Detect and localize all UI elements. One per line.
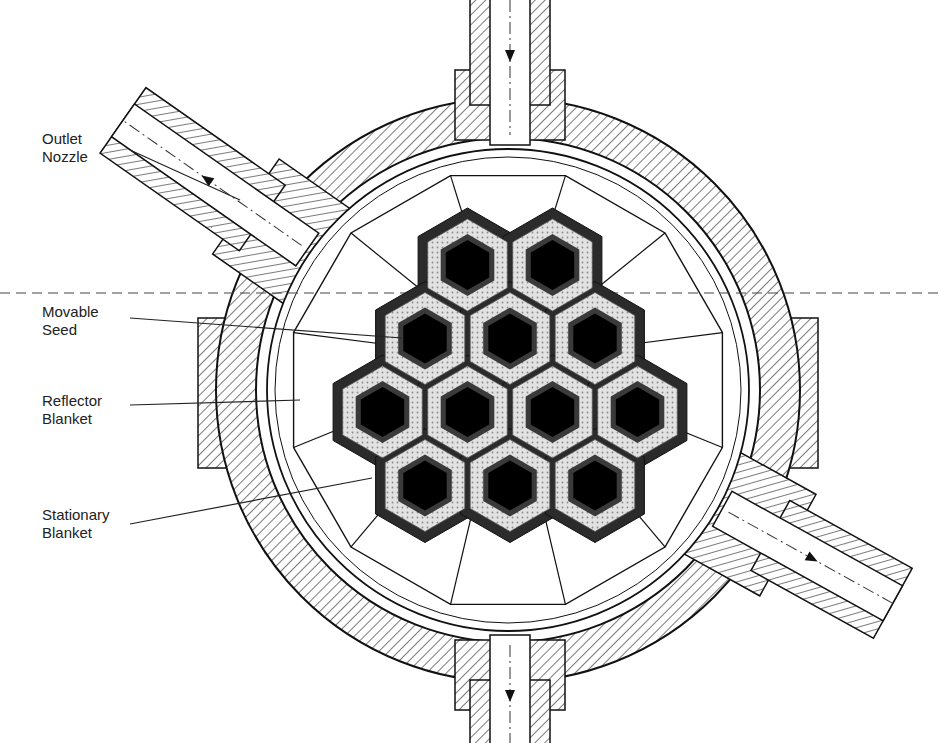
- seed-shroud: [483, 455, 537, 517]
- seed-shroud: [356, 381, 410, 443]
- blanket-fuel: [428, 366, 508, 458]
- blanket-fuel: [385, 293, 465, 385]
- seed-shroud: [526, 234, 580, 296]
- leader-line: [130, 400, 300, 405]
- movable-seed: [488, 461, 531, 511]
- seed-shroud: [398, 455, 452, 517]
- movable-seed: [361, 387, 404, 437]
- blanket-fuel: [470, 293, 550, 385]
- movable-seed: [573, 314, 616, 364]
- movable-seed: [403, 314, 446, 364]
- leader-line: [130, 318, 402, 338]
- reflector-outline: [294, 176, 723, 605]
- seed-shroud: [441, 234, 495, 296]
- thermal-shield: [275, 157, 741, 623]
- blanket-fuel: [428, 219, 508, 311]
- part-label: Movable Seed: [42, 303, 122, 339]
- blanket-fuel: [513, 219, 593, 311]
- reflector-blanket: [294, 176, 723, 605]
- seed-shroud: [441, 381, 495, 443]
- seed-shroud: [568, 455, 622, 517]
- leader-line: [130, 150, 240, 200]
- reactor-core: [333, 208, 687, 543]
- seed-shroud: [611, 381, 665, 443]
- part-label: Stationary Blanket: [42, 506, 122, 542]
- blanket-fuel: [555, 440, 635, 532]
- seed-shroud: [526, 381, 580, 443]
- blanket-fuel: [470, 440, 550, 532]
- inlet-nozzle: [455, 0, 565, 145]
- movable-seed: [446, 387, 489, 437]
- movable-seed: [531, 387, 574, 437]
- part-label: Outlet Nozzle: [42, 130, 122, 166]
- part-label: Reflector Blanket: [42, 392, 122, 428]
- movable-seed: [403, 461, 446, 511]
- blanket-fuel: [513, 366, 593, 458]
- leader-line: [130, 478, 372, 524]
- bottom-nozzle: [455, 635, 565, 743]
- blanket-fuel: [598, 366, 678, 458]
- seed-shroud: [568, 308, 622, 370]
- blanket-fuel: [555, 293, 635, 385]
- movable-seed: [531, 240, 574, 290]
- seed-shroud: [483, 308, 537, 370]
- blanket-fuel: [343, 366, 423, 458]
- movable-seed: [616, 387, 659, 437]
- thermal-shield: [267, 149, 749, 631]
- movable-seed: [488, 314, 531, 364]
- seed-shroud: [398, 308, 452, 370]
- movable-seed: [446, 240, 489, 290]
- leader-lines: [130, 150, 402, 524]
- blanket-fuel: [385, 440, 465, 532]
- movable-seed: [573, 461, 616, 511]
